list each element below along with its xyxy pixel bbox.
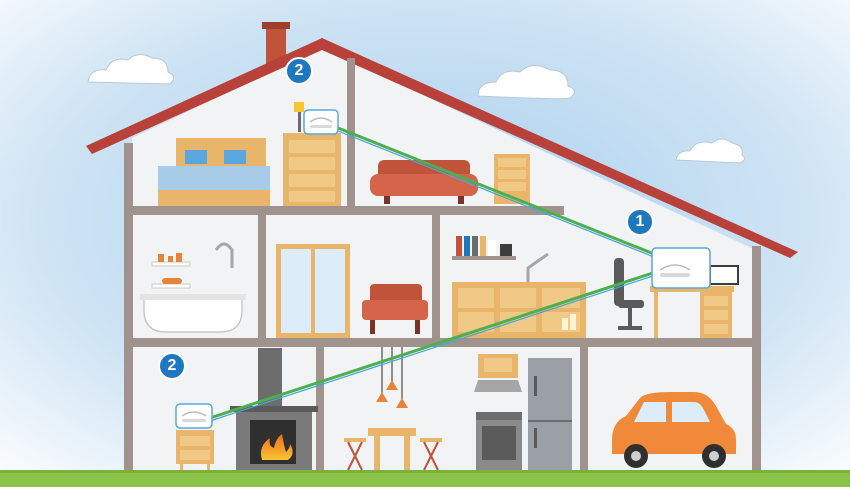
attic-dresser <box>283 133 341 206</box>
armchair <box>362 284 428 334</box>
cloud-icon <box>477 65 575 100</box>
office-chair <box>614 258 644 330</box>
chimney-icon <box>262 22 290 64</box>
ground-cabinet <box>176 430 214 470</box>
bathtub <box>140 242 246 333</box>
cloud-icon <box>675 138 746 164</box>
wardrobe <box>276 244 350 338</box>
badge-main-router: 1 <box>626 208 654 236</box>
lamp-icon <box>294 102 304 132</box>
mesh-wifi-unit-icon[interactable] <box>651 247 711 289</box>
badge-ground-satellite: 2 <box>158 352 186 380</box>
desk-lamp <box>526 252 549 282</box>
refrigerator <box>528 358 572 470</box>
sideboard <box>452 282 586 338</box>
mesh-link-ground <box>209 268 663 422</box>
dining-table <box>344 428 442 471</box>
fireplace-flame-icon <box>261 434 293 460</box>
grass-ground <box>0 470 850 487</box>
stove <box>476 412 522 470</box>
sofa <box>370 160 478 204</box>
bookshelf <box>452 236 516 260</box>
car-icon <box>612 392 736 468</box>
mesh-wifi-unit-icon[interactable] <box>175 403 213 429</box>
range-hood <box>474 354 522 392</box>
mesh-wifi-unit-icon[interactable] <box>303 109 339 135</box>
bed <box>158 138 270 206</box>
cloud-icon <box>87 54 174 85</box>
mesh-link-attic <box>337 126 655 258</box>
badge-attic-satellite: 2 <box>285 57 313 85</box>
